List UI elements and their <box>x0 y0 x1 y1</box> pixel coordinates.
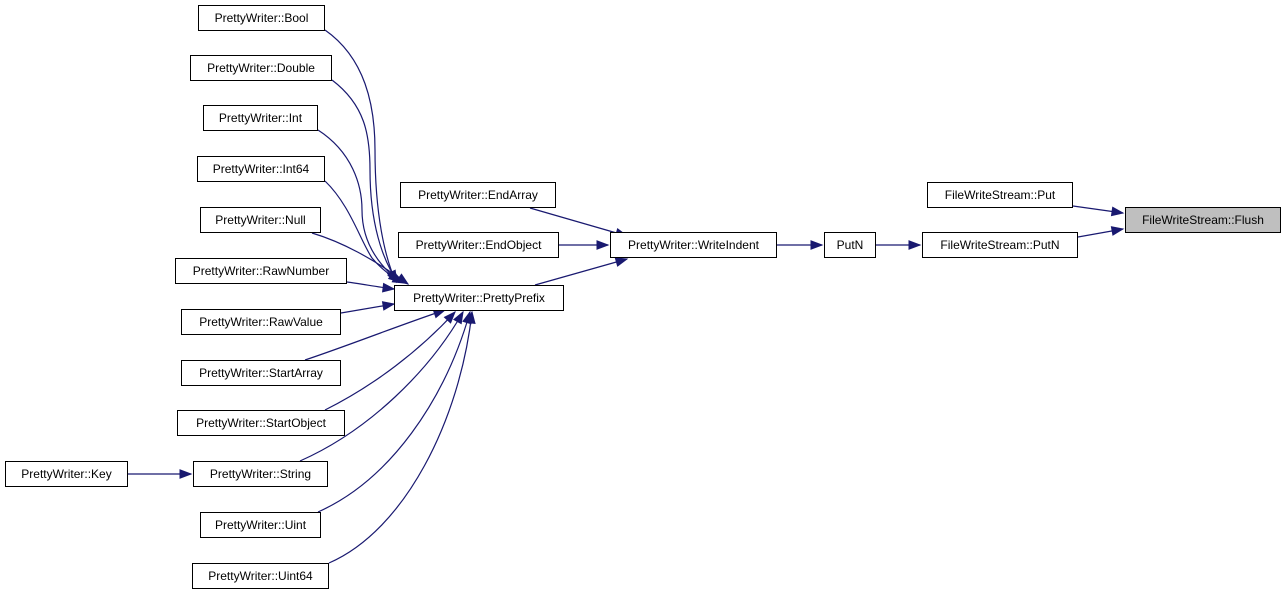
edge-null-to-prettyprefix <box>311 232 409 285</box>
node-fwsput[interactable]: FileWriteStream::Put <box>927 182 1073 208</box>
node-bool[interactable]: PrettyWriter::Bool <box>198 5 325 31</box>
edge-startobject-to-prettyprefix <box>324 311 456 411</box>
node-int64[interactable]: PrettyWriter::Int64 <box>197 156 325 182</box>
node-flush: FileWriteStream::Flush <box>1125 207 1281 233</box>
arrowhead-writeindent-to-putn <box>810 240 824 250</box>
edge-prettyprefix-to-writeindent <box>534 258 628 286</box>
arrowhead-fwsputn-to-flush <box>1110 226 1125 236</box>
edge-endarray-to-writeindent <box>529 207 628 237</box>
node-startobject[interactable]: PrettyWriter::StartObject <box>177 410 345 436</box>
node-uint[interactable]: PrettyWriter::Uint <box>200 512 321 538</box>
arrowhead-putn-to-fwsputn <box>908 240 922 250</box>
node-string[interactable]: PrettyWriter::String <box>193 461 328 487</box>
arrowhead-rawvalue-to-prettyprefix <box>381 301 396 311</box>
edge-double-to-prettyprefix <box>331 79 399 283</box>
arrowhead-key-to-string <box>179 469 193 479</box>
node-int[interactable]: PrettyWriter::Int <box>203 105 318 131</box>
node-rawnumber[interactable]: PrettyWriter::RawNumber <box>175 258 347 284</box>
node-endarray[interactable]: PrettyWriter::EndArray <box>400 182 556 208</box>
edge-string-to-prettyprefix <box>299 311 464 462</box>
node-putn[interactable]: PutN <box>824 232 876 258</box>
node-key[interactable]: PrettyWriter::Key <box>5 461 128 487</box>
arrowhead-endobject-to-writeindent <box>596 240 610 250</box>
arrowhead-string-to-prettyprefix <box>453 310 464 325</box>
node-prettyprefix[interactable]: PrettyWriter::PrettyPrefix <box>394 285 564 311</box>
node-null[interactable]: PrettyWriter::Null <box>200 207 321 233</box>
arrowhead-rawnumber-to-prettyprefix <box>382 282 396 293</box>
node-writeindent[interactable]: PrettyWriter::WriteIndent <box>610 232 777 258</box>
arrowhead-prettyprefix-to-writeindent <box>614 257 629 267</box>
node-startarray[interactable]: PrettyWriter::StartArray <box>181 360 341 386</box>
arrowhead-startobject-to-prettyprefix <box>443 310 456 324</box>
edge-startarray-to-prettyprefix <box>304 309 446 361</box>
node-rawvalue[interactable]: PrettyWriter::RawValue <box>181 309 341 335</box>
node-fwsputn[interactable]: FileWriteStream::PutN <box>922 232 1078 258</box>
edge-int64-to-prettyprefix <box>324 180 405 284</box>
edge-uint64-to-prettyprefix <box>328 311 473 564</box>
arrowhead-uint64-to-prettyprefix <box>465 310 476 324</box>
arrowhead-fwsput-to-flush <box>1110 206 1125 217</box>
edge-uint-to-prettyprefix <box>317 311 471 513</box>
arrowhead-null-to-prettyprefix <box>395 273 410 285</box>
node-uint64[interactable]: PrettyWriter::Uint64 <box>192 563 329 589</box>
node-double[interactable]: PrettyWriter::Double <box>190 55 332 81</box>
edge-bool-to-prettyprefix <box>324 29 397 283</box>
node-endobject[interactable]: PrettyWriter::EndObject <box>398 232 559 258</box>
